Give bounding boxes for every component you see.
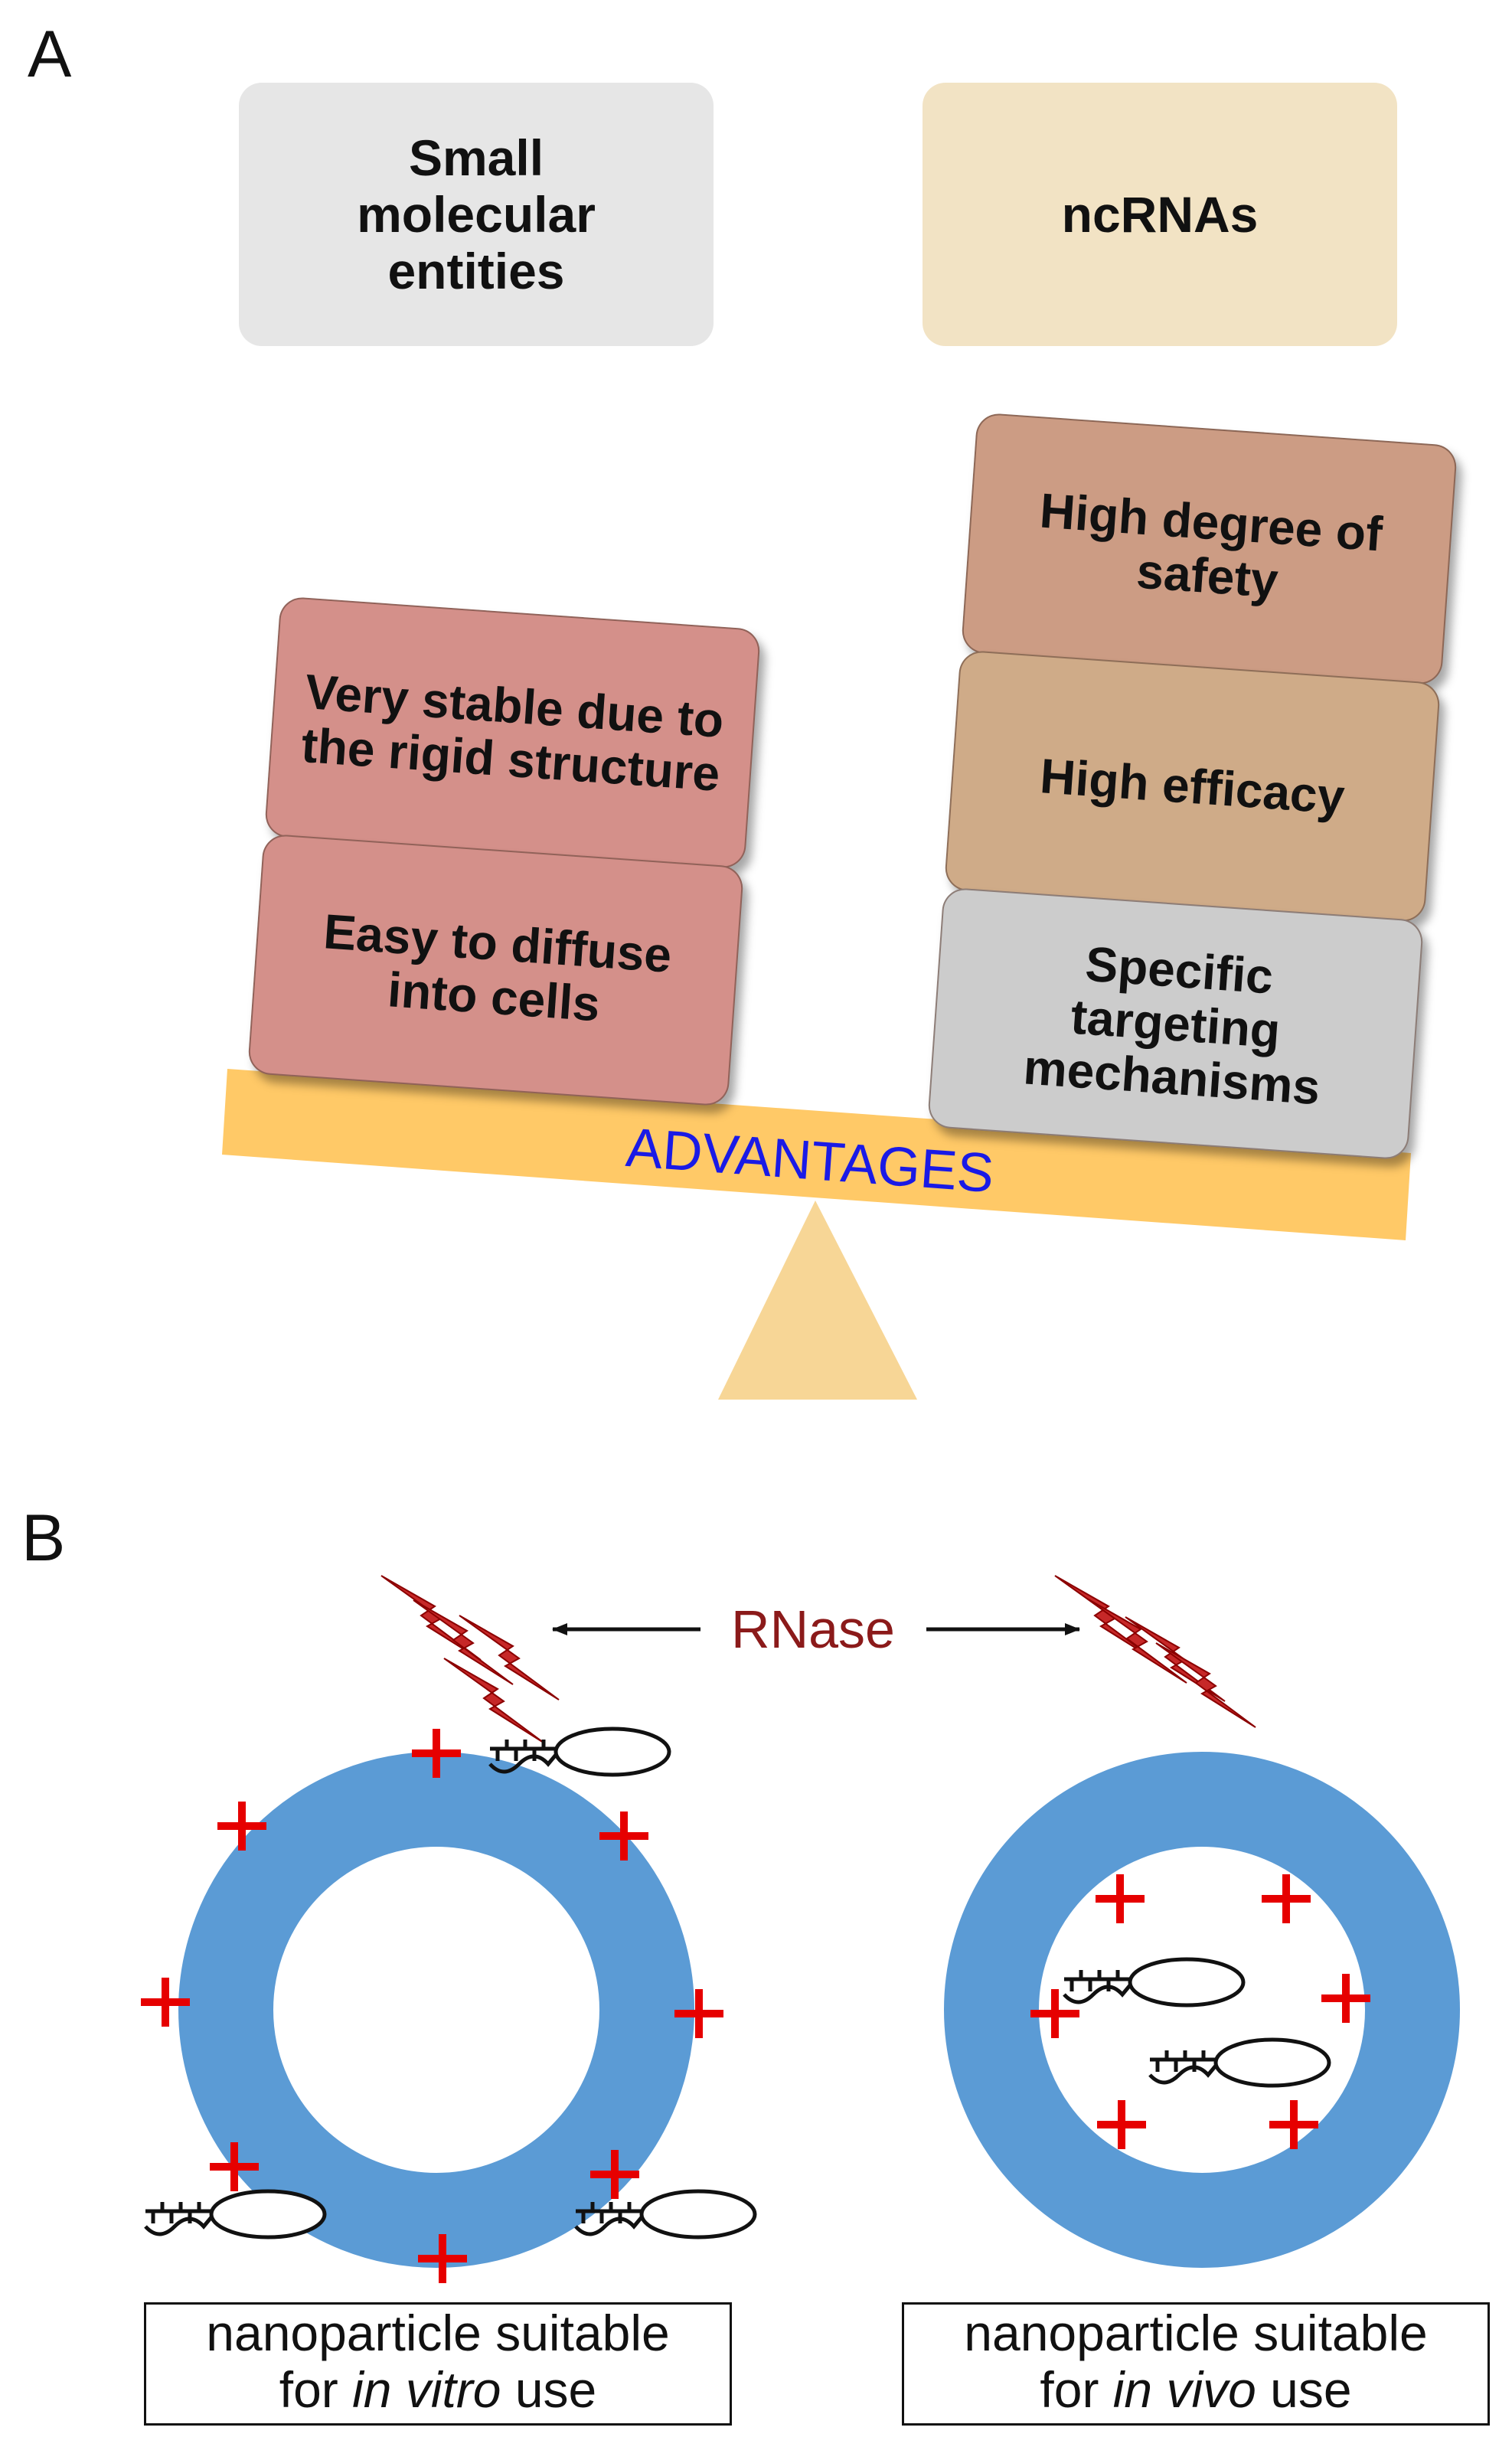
panel-a-label: A <box>28 18 72 91</box>
caption-in-vivo-post: use <box>1256 2361 1352 2418</box>
caption-in-vivo: nanoparticle suitable for in vivo use <box>902 2302 1490 2426</box>
caption-in-vivo-line1: nanoparticle suitable <box>964 2305 1428 2361</box>
balance-beam <box>222 1069 1411 1240</box>
ncrna-label: ncRNAs <box>1061 186 1259 243</box>
panel-b-label: B <box>21 1501 66 1575</box>
balance-scale: ADVANTAGES <box>222 1069 1411 1400</box>
ncrna-box: ncRNAs <box>923 83 1397 346</box>
rnase-label: RNase <box>731 1599 895 1659</box>
caption-in-vitro-post: use <box>501 2361 597 2418</box>
ncrna-encapsulated <box>1064 1959 1329 2086</box>
small-molecule-box: Small molecular entities <box>239 83 714 346</box>
caption-in-vivo-line2: for in vivo use <box>904 2361 1488 2418</box>
nanoparticle-in-vitro <box>178 1752 694 2268</box>
nanoparticle-in-vivo <box>944 1752 1460 2268</box>
rnase-lightning-right <box>1054 1575 1256 1728</box>
caption-in-vitro-pre: for <box>279 2361 353 2418</box>
caption-in-vivo-pre: for <box>1040 2361 1113 2418</box>
caption-in-vitro-line2: for in vitro use <box>146 2361 730 2418</box>
caption-in-vitro-line1: nanoparticle suitable <box>206 2305 670 2361</box>
caption-in-vitro: nanoparticle suitable for in vitro use <box>144 2302 732 2426</box>
small-molecule-label: Small molecular entities <box>357 129 596 299</box>
caption-in-vitro-italic: in vitro <box>352 2361 501 2418</box>
caption-in-vivo-italic: in vivo <box>1112 2361 1256 2418</box>
internal-charges-in-vivo <box>1030 1874 1370 2149</box>
fulcrum <box>718 1201 917 1400</box>
rnase-lightning-left <box>380 1575 560 1743</box>
